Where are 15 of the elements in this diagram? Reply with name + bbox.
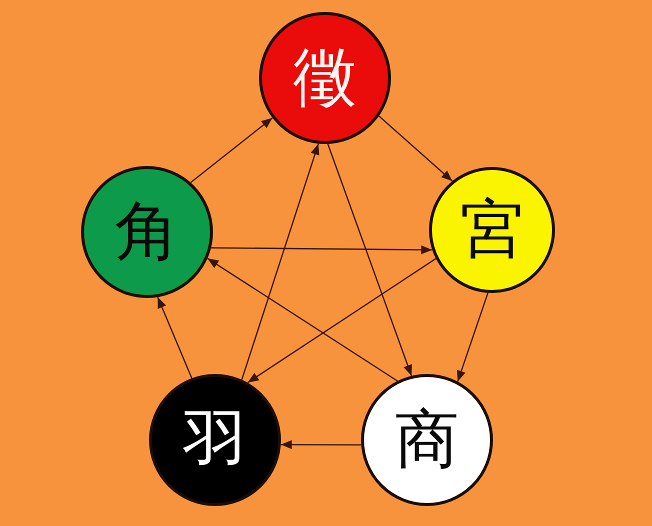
arrow [456,292,489,382]
arrow [207,258,398,382]
node-label: 徵 [293,46,357,110]
arrow [378,116,453,182]
arrow [247,258,436,384]
arrow [280,440,362,450]
node-label: 羽 [183,408,247,472]
arrow [327,144,412,376]
arrow [157,296,192,378]
arrow [241,144,320,380]
node-label: 宮 [460,198,524,262]
node-label: 商 [395,408,459,472]
arrow [211,245,432,254]
arrow [190,117,273,183]
node-label: 角 [115,200,179,264]
